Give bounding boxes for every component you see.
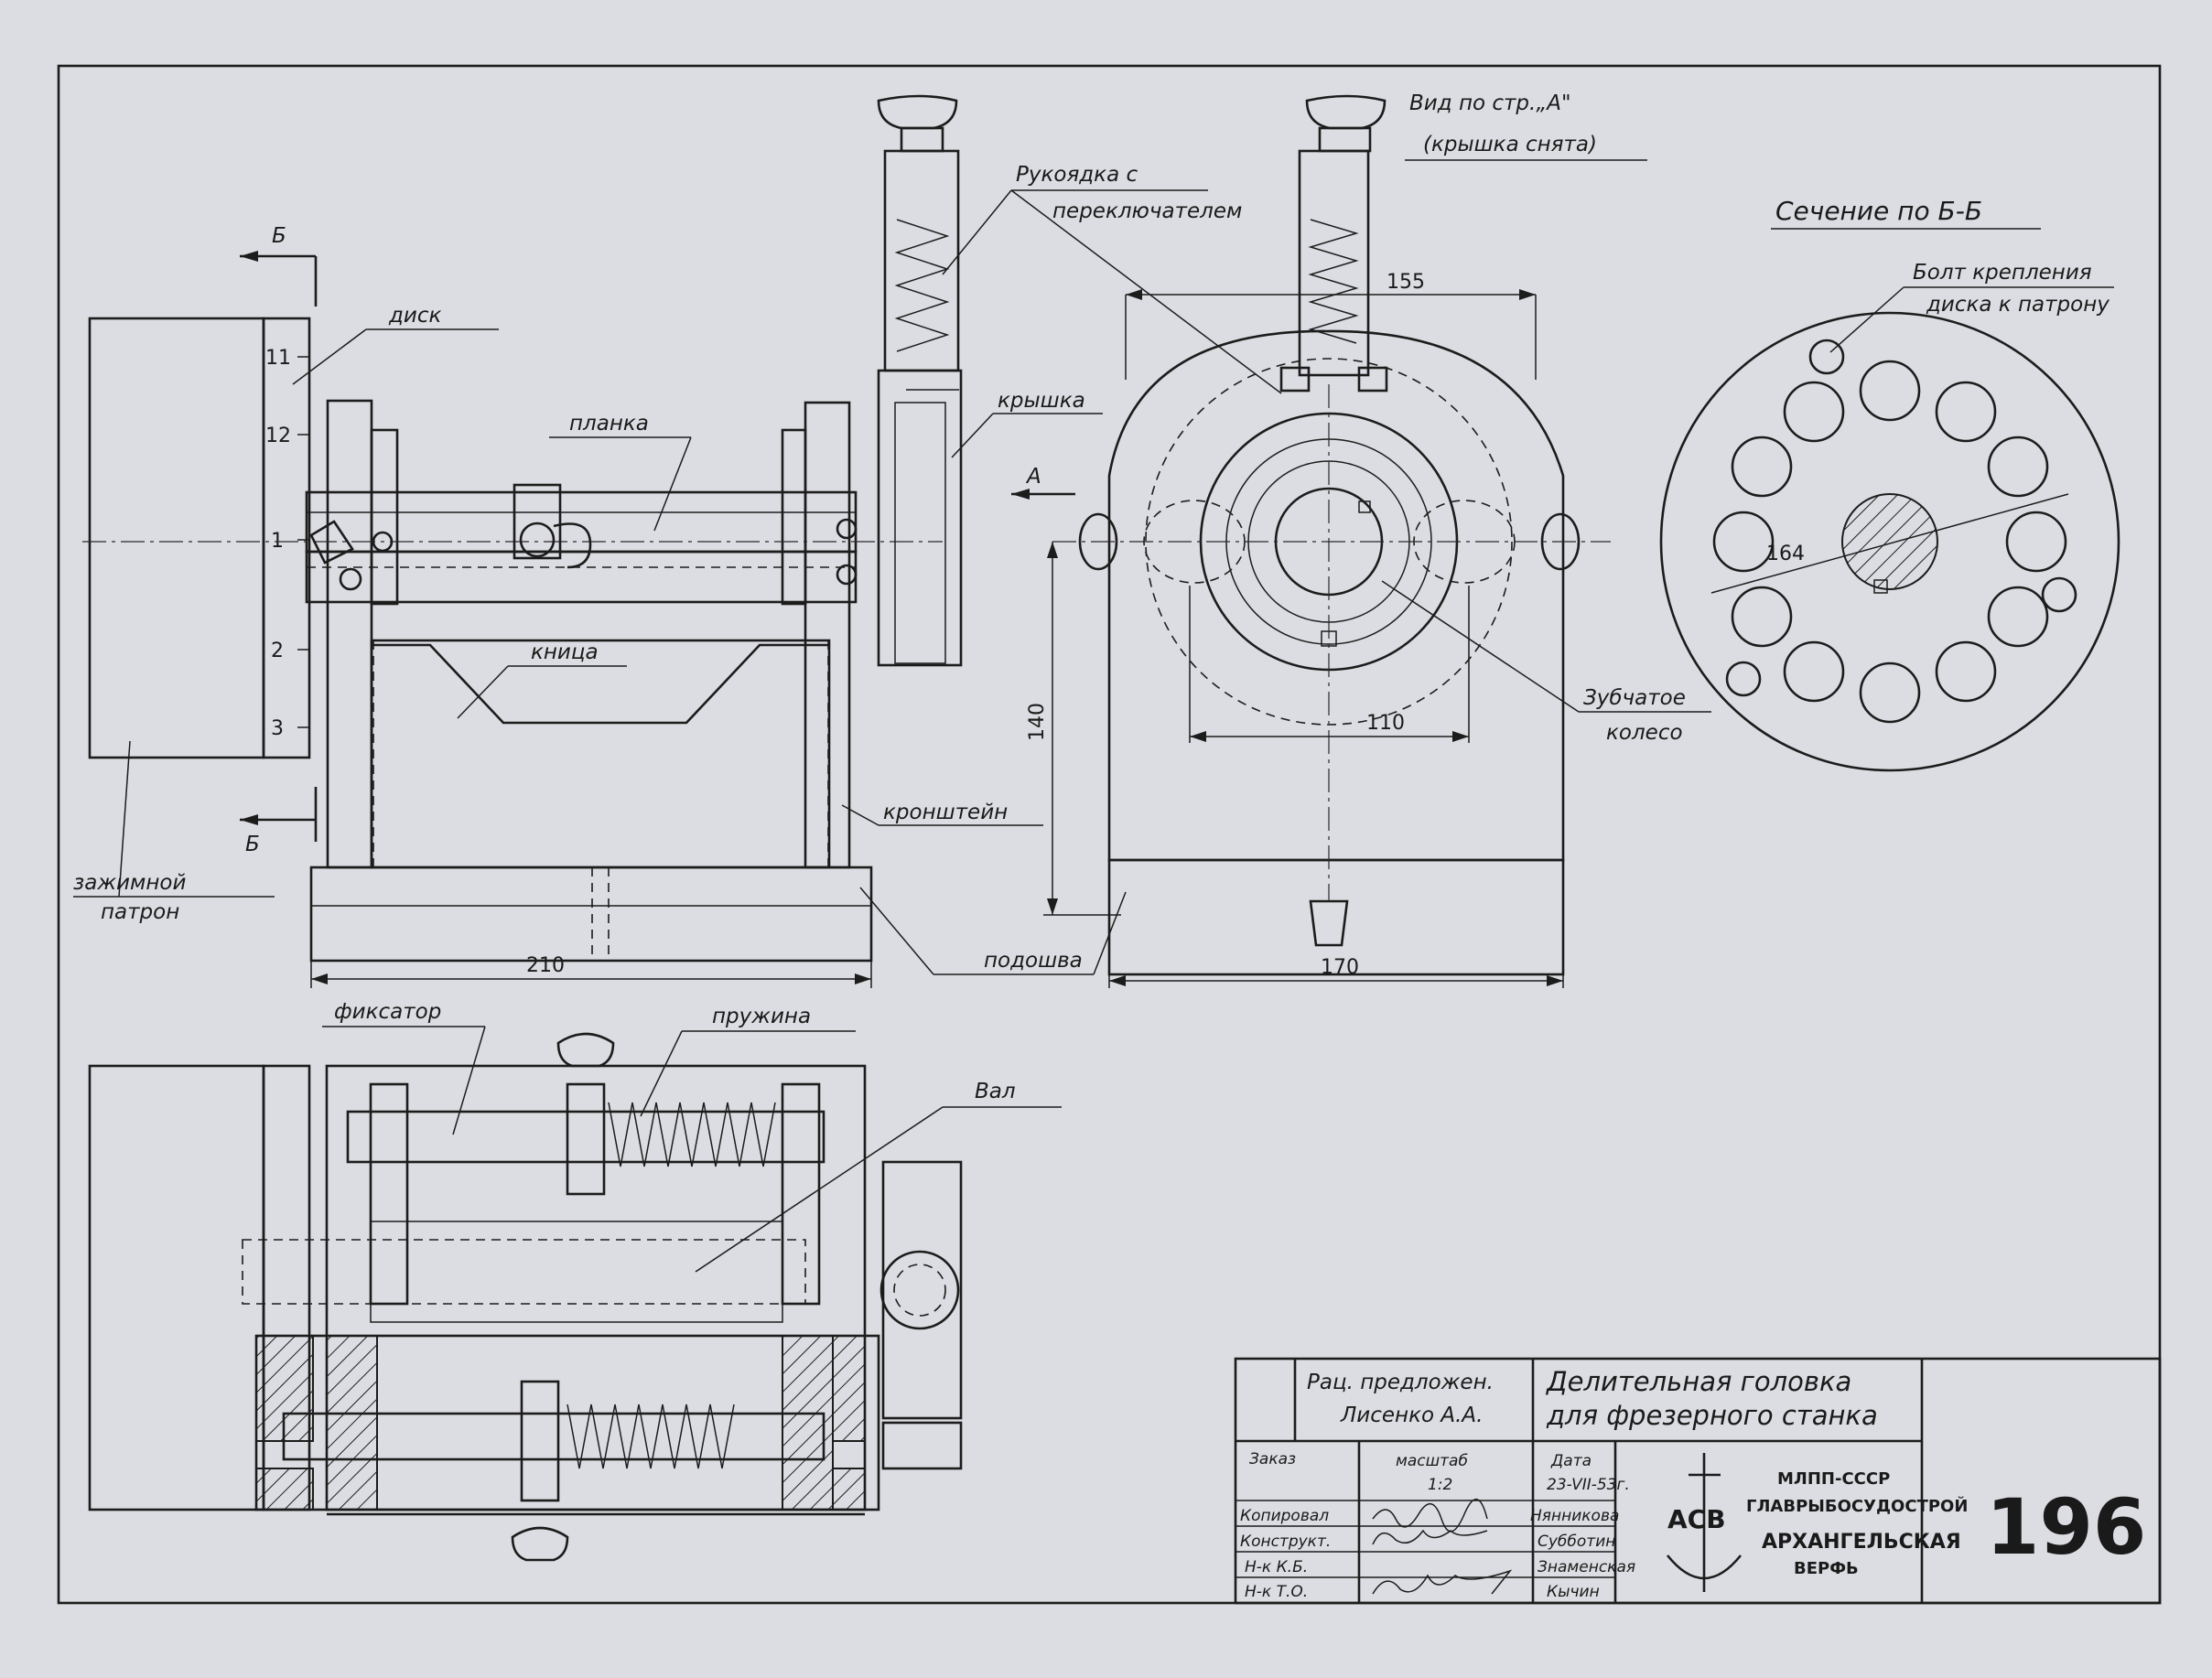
scale-value: 1:2 [1428,1476,1452,1494]
label-chuck-1: зажимной [73,871,186,895]
scale-mark-2: 2 [271,640,284,662]
name-2: Субботин [1538,1533,1615,1551]
label-shaft: Вал [975,1080,1016,1103]
order-label: Заказ [1249,1450,1296,1468]
name-3: Знаменская [1538,1558,1635,1576]
bracket-body [1107,329,1565,862]
shaft-section [1841,493,1938,590]
date-label: Дата [1550,1452,1592,1470]
label-cover: крышка [998,389,1085,413]
role-3: Н-к К.Б. [1245,1558,1308,1576]
dim-110: 110 [1366,712,1405,735]
drawing-title-1: Делительная головка [1545,1366,1851,1397]
label-planka: планка [569,412,649,436]
role-2: Конструкт. [1240,1533,1331,1551]
cover [877,369,963,667]
view-marker-a: А [1025,465,1041,489]
dim-164: 164 [1766,543,1805,565]
chuck-body [88,317,265,759]
section-title: Сечение по Б-Б [1775,196,1982,226]
date-value: 23-VII-53г. [1547,1476,1630,1494]
scale-mark-3: 3 [271,717,284,740]
name-1: Нянникова [1530,1507,1619,1525]
org-line-1: МЛПП-СССР [1777,1469,1890,1489]
proposal-line-2: Лисенко А.А. [1340,1404,1483,1427]
drawing-title-2: для фрезерного станка [1546,1400,1878,1431]
section-marker-b-top: Б [272,224,286,248]
label-sole: подошва [984,949,1083,973]
plan-view: фиксатор пружина Вал [88,1000,1062,1562]
label-handle-1: Рукоядка с [1016,163,1138,187]
front-view: 11 12 1 2 3 Б Б [73,94,1282,988]
org-line-3: АРХАНГЕЛЬСКАЯ [1762,1531,1961,1554]
scale-label: масштаб [1396,1452,1468,1470]
scale-mark-12: 12 [265,425,291,447]
logo-letters: АСВ [1667,1504,1726,1534]
label-disk: диск [388,304,441,328]
org-line-4: ВЕРФЬ [1794,1559,1859,1578]
label-bolt-2: диска к патрону [1926,293,2109,317]
proposal-line-1: Рац. предложен. [1307,1371,1494,1394]
label-bolt-1: Болт крепления [1913,261,2092,285]
label-bracket: кронштейн [883,801,1008,824]
title-block: Рац. предложен. Лисенко А.А. Делительная… [1234,1357,2162,1605]
section-marker-b-bottom: Б [245,833,260,856]
label-handle-2: переключателем [1052,199,1242,223]
dim-140: 140 [1026,703,1049,741]
side-view-a: Вид по стр.„А" (крышка снята) [1026,91,1711,988]
dim-210: 210 [526,954,565,977]
drawing-frame [57,64,2162,1605]
signature-1 [1372,1499,1488,1533]
role-1: Копировал [1240,1507,1329,1525]
sole [309,866,873,963]
shipyard-logo: АСВ [1666,1453,1743,1592]
role-4: Н-к Т.О. [1245,1583,1308,1601]
name-4: Кычин [1547,1583,1600,1601]
view-a-subtitle: (крышка снята) [1423,133,1597,156]
signature-2 [1372,1529,1488,1545]
label-chuck-2: патрон [101,900,179,924]
view-a-title: Вид по стр.„А" [1409,91,1571,115]
planka-bar [305,490,858,554]
label-latch: фиксатор [334,1000,441,1024]
label-knitsa: кница [531,640,599,664]
dim-155: 155 [1387,271,1425,294]
dim-170: 170 [1321,956,1359,979]
knitsa [370,639,831,869]
index-disk [262,317,311,759]
org-line-2: ГЛАВРЫБОСУДОСТРОЙ [1746,1496,1968,1516]
signature-3 [1372,1569,1513,1595]
scale-mark-11: 11 [265,347,291,370]
label-gear-2: колесо [1606,721,1683,745]
sheet-number: 196 [1986,1482,2146,1572]
section-b-b: Сечение по Б-Б 164 Болт крепления диска … [1659,196,2120,772]
label-spring: пружина [712,1005,811,1028]
label-gear-1: Зубчатое [1583,686,1686,710]
